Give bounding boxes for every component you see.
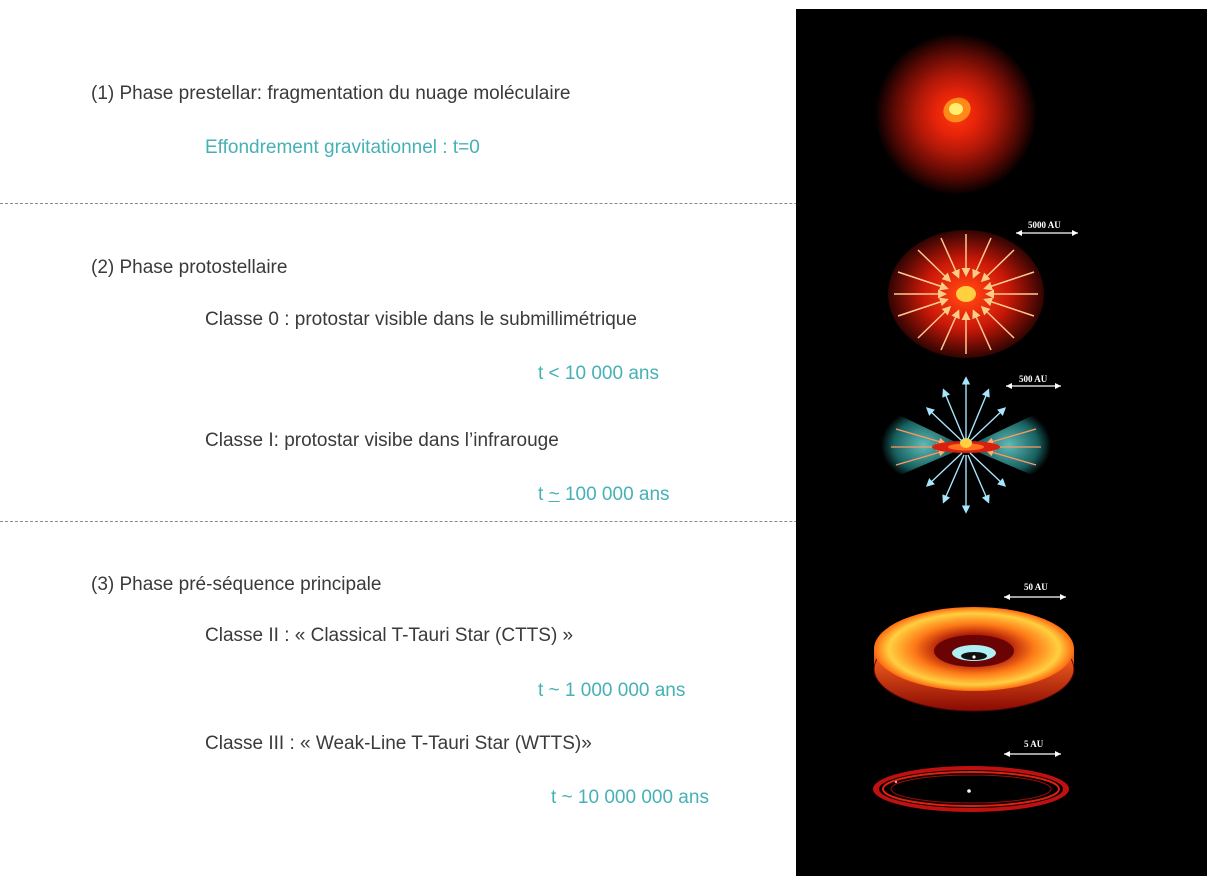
class1-scale-label: 500 AU <box>1019 374 1048 384</box>
class1-time-prefix: t <box>538 484 549 505</box>
class0-scale-label: 5000 AU <box>1028 220 1061 230</box>
class2-time: t ~ 1 000 000 ans <box>538 680 686 701</box>
phase1-subtitle: Effondrement gravitationnel : t=0 <box>205 137 480 158</box>
class2-scale-label: 50 AU <box>1024 582 1048 592</box>
class2-disk-image: 50 AU <box>856 574 1096 724</box>
class2-label: Classe II : « Classical T-Tauri Star (CT… <box>205 625 574 646</box>
class1-time-symbol: ~ <box>548 484 560 505</box>
phase2-title: (2) Phase protostellaire <box>91 257 288 278</box>
class0-time: t < 10 000 ans <box>538 363 659 384</box>
class3-scale-label: 5 AU <box>1024 739 1044 749</box>
class1-label: Classe I: protostar visibe dans l’infrar… <box>205 430 559 451</box>
illustration-panel: 5000 AU <box>796 9 1207 876</box>
phase1-title: (1) Phase prestellar: fragmentation du n… <box>91 83 571 104</box>
divider-2 <box>0 521 1207 522</box>
class3-rings-image: 5 AU <box>856 734 1096 834</box>
class1-time: t ~ 100 000 ans <box>538 484 670 506</box>
class3-label: Classe III : « Weak-Line T-Tauri Star (W… <box>205 733 592 754</box>
prestellar-core-image <box>796 9 1207 204</box>
core-inner <box>949 103 963 115</box>
divider-1 <box>0 203 1207 204</box>
class1-outflow-image: 500 AU <box>856 369 1086 519</box>
class1-time-suffix: 100 000 ans <box>559 484 670 505</box>
class0-label: Classe 0 : protostar visible dans le sub… <box>205 309 637 330</box>
class3-time: t ~ 10 000 000 ans <box>551 787 709 808</box>
phase3-title: (3) Phase pré-séquence principale <box>91 574 382 595</box>
class0-infall-image: 5000 AU <box>846 214 1096 374</box>
